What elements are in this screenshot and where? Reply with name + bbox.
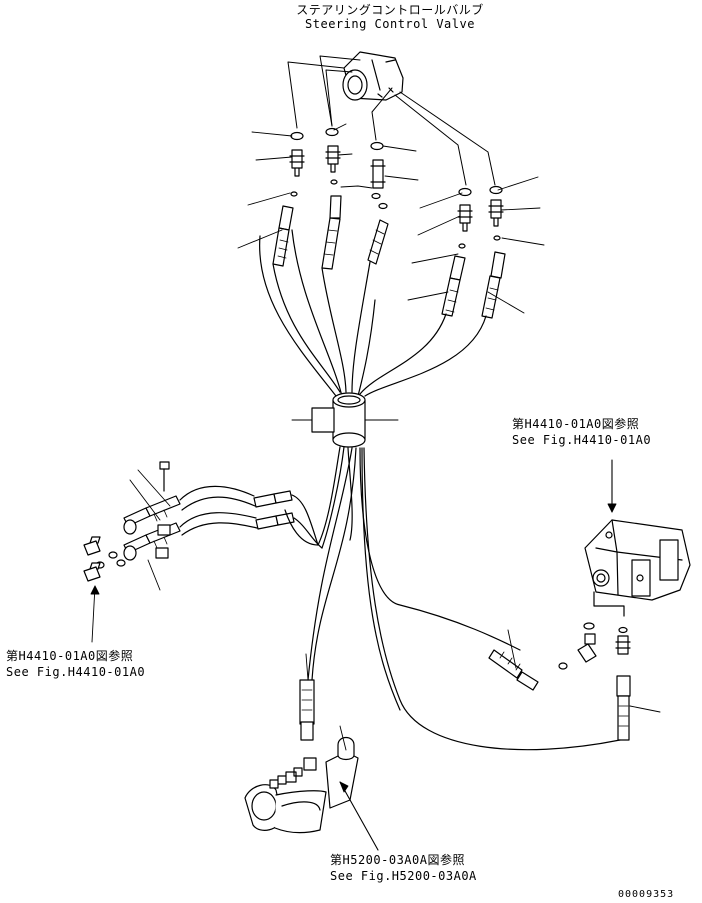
port-leader-lines bbox=[287, 55, 496, 186]
steering-control-valve bbox=[342, 51, 404, 101]
hose-hatching bbox=[153, 229, 629, 727]
drawing-number: 00009353 bbox=[618, 889, 675, 900]
reference-right-jp: 第H4410-01A0図参照 bbox=[512, 417, 640, 431]
left-elbow-fittings bbox=[83, 519, 171, 582]
callout-leader-lines bbox=[90, 123, 661, 851]
hose-ends bbox=[123, 195, 631, 741]
right-valve-block bbox=[584, 519, 691, 617]
o-rings bbox=[95, 127, 628, 670]
reference-bottom-en: See Fig.H5200-03A0A bbox=[330, 869, 477, 883]
title-en: Steering Control Valve bbox=[305, 17, 475, 31]
hose-bundle bbox=[259, 229, 487, 397]
reference-bottom-jp: 第H5200-03A0A図参照 bbox=[330, 853, 465, 867]
lower-hose-runs bbox=[179, 446, 621, 751]
reference-right-en: See Fig.H4410-01A0 bbox=[512, 433, 652, 447]
hose-clamp bbox=[311, 392, 366, 448]
reference-left-en: See Fig.H4410-01A0 bbox=[6, 665, 146, 679]
adapter-fittings bbox=[159, 145, 631, 663]
filter-tube-assembly bbox=[244, 736, 359, 834]
reference-left-jp: 第H4410-01A0図参照 bbox=[6, 649, 134, 663]
title-jp: ステアリングコントロールバルブ bbox=[296, 3, 484, 17]
